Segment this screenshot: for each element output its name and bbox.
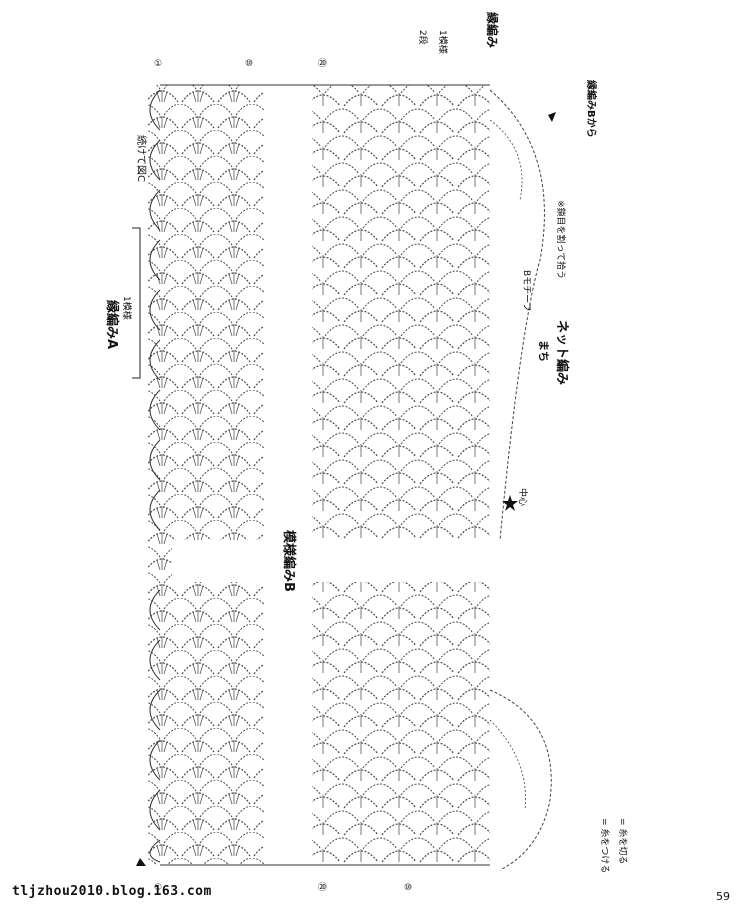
edge-b-from-label: 縁編みBから	[585, 80, 598, 138]
watermark: tljzhou2010.blog.163.com	[12, 884, 212, 899]
gusset-inner-1	[489, 119, 523, 201]
pattern-b-label: 模様編みB	[281, 530, 297, 592]
edge-a-region	[148, 85, 264, 865]
one-pattern-label: 1模様	[437, 30, 449, 54]
legend-attach: = 糸をつける	[599, 818, 611, 873]
row-num-bottom-3: ①	[154, 883, 162, 893]
gusset-inner-2	[489, 719, 526, 811]
edge-small-label: 縁編み	[485, 12, 500, 48]
edge-a-scallops	[149, 89, 161, 863]
edge-a-label: 縁編みA	[104, 300, 120, 349]
net-stitch-top-label: まち	[537, 340, 550, 362]
page-number: 59	[716, 890, 730, 903]
row-num-top-3: ⑳	[318, 58, 327, 69]
row-num-bottom-2: ⑩	[404, 883, 412, 893]
row-num-top-1: ①	[154, 59, 162, 69]
gusset-net-bottom	[489, 689, 552, 871]
bead-tape-label: Bモチーフ	[521, 270, 532, 312]
pattern-b-region	[312, 85, 490, 865]
center-star	[502, 495, 518, 511]
arrow-marker-top	[548, 112, 556, 122]
edge-a-repeat-label: 1模様	[121, 296, 133, 320]
gusset-net-top	[489, 89, 545, 541]
center-gap	[172, 540, 492, 582]
center-label: 中心	[517, 488, 529, 506]
split-stitch-label: ※鎖目を割って拾う	[555, 200, 567, 279]
middle-gap	[264, 85, 312, 865]
row-num-top-2: ⑩	[245, 59, 253, 69]
connect-c-label: 続けて図C	[135, 135, 148, 182]
two-rows-label: 2段	[417, 30, 429, 45]
legend-cut: = 糸を切る	[617, 818, 629, 864]
arrow-marker-bottom	[136, 858, 146, 866]
repeat-bracket	[132, 227, 141, 379]
row-num-bottom-1: ⑳	[318, 882, 327, 893]
net-stitch-label: ネット編み	[554, 320, 570, 385]
